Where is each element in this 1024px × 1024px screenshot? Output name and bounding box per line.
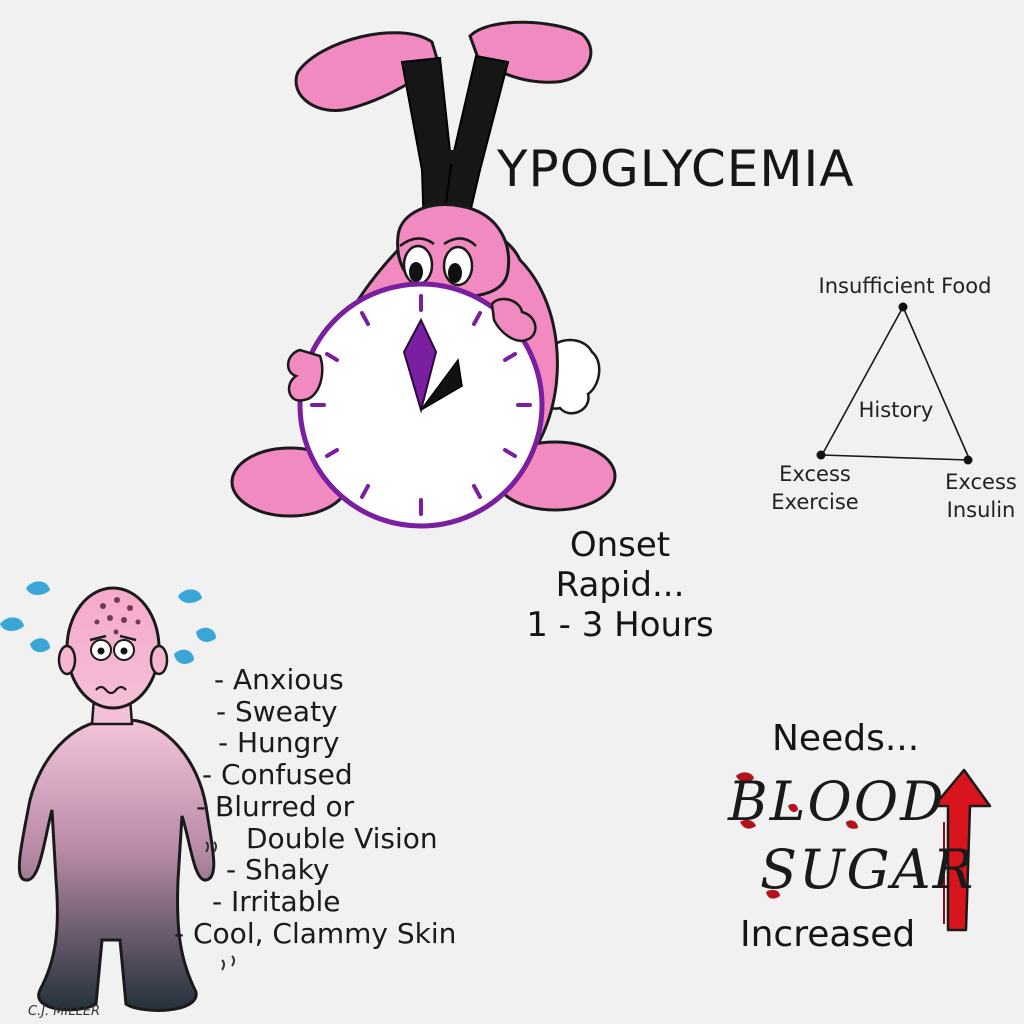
- onset-line1: Onset: [569, 525, 671, 565]
- symptom-item: - Anxious: [214, 663, 344, 696]
- symptom-item: - Hungry: [218, 726, 340, 760]
- cause-right-line1: Excess: [945, 470, 1017, 494]
- cause-center-label: History: [858, 398, 934, 422]
- clock-icon: [297, 281, 545, 529]
- cause-right-line2: Insulin: [946, 498, 1016, 522]
- symptom-item: Double Vision: [246, 821, 438, 855]
- cause-top-label: Insufficient Food: [818, 274, 992, 298]
- cause-triangle-diagram: [816, 302, 973, 465]
- needs-label: Needs...: [772, 718, 920, 759]
- symptom-item: - Confused: [202, 758, 353, 792]
- onset-line3: 1 - 3 Hours: [526, 605, 714, 645]
- blood-drip-accents: [736, 772, 858, 899]
- cause-right-label: Excess Insulin: [938, 468, 1024, 524]
- cause-left-label: Excess Exercise: [760, 460, 870, 516]
- onset-block: Onset Rapid... 1 - 3 Hours: [490, 525, 750, 645]
- symptom-item: - Irritable: [212, 884, 341, 918]
- anxious-man-illustration: [0, 581, 235, 1012]
- symptom-item: - Blurred or: [196, 789, 355, 823]
- artist-signature: C.J. MILLER: [28, 1004, 101, 1019]
- bunny-clock-illustration: [230, 20, 617, 529]
- anxious-face: [65, 586, 161, 710]
- sugar-label: SUGAR: [760, 838, 976, 901]
- bunny-ears: [294, 20, 593, 234]
- symptom-list: - Anxious - Sweaty - Hungry - Confused -…: [150, 664, 480, 949]
- blood-label: BLOOD: [728, 770, 946, 833]
- symptom-item: - Cool, Clammy Skin: [174, 916, 457, 950]
- cause-left-line2: Exercise: [771, 490, 859, 514]
- increased-label: Increased: [740, 914, 916, 955]
- cause-left-line1: Excess: [779, 462, 851, 486]
- sweat-drops-icon: [0, 581, 216, 664]
- symptom-item: - Sweaty: [216, 694, 338, 728]
- onset-line2: Rapid...: [555, 565, 685, 605]
- title-rest: YPOGLYCEMIA: [497, 140, 855, 198]
- up-arrow-icon: [932, 768, 992, 932]
- symptom-item: - Shaky: [226, 853, 330, 887]
